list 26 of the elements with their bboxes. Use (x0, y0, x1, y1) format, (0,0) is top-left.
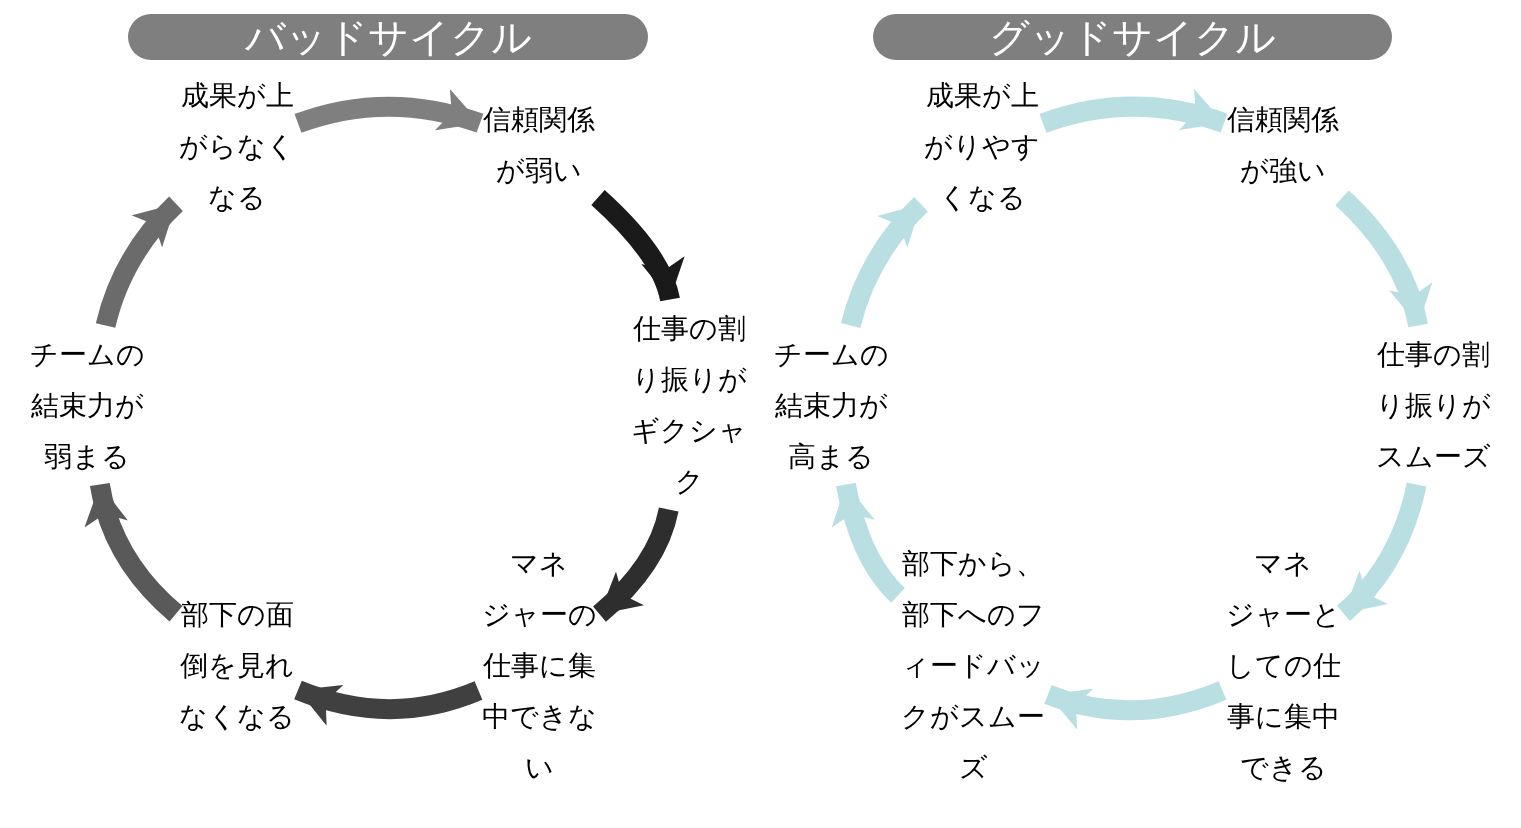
curved-arrow (592, 507, 679, 622)
cycle-step-text: チームの結束力が弱まる (29, 328, 145, 482)
curved-arrow (1336, 482, 1427, 621)
cycle-step-text: 信頼関係が弱い (483, 93, 595, 196)
curved-arrow (1039, 89, 1228, 133)
curved-arrow (1335, 190, 1432, 328)
cycle-step-text: マネジャーとしての仕事に集中できる (1225, 537, 1341, 793)
curved-arrow (85, 482, 183, 622)
curved-arrow (591, 190, 683, 302)
title-band: バッドサイクル (128, 14, 648, 60)
cycle-step-text: 部下から、部下へのフィードバックがスムーズ (901, 537, 1045, 793)
curved-arrow (832, 482, 906, 603)
cycle-step-text: チームの結束力が高まる (773, 328, 889, 482)
cycle-step-text: 仕事の割り振りがギクシャク (631, 302, 747, 507)
curved-arrow (95, 196, 184, 328)
cycle-step-text: 成果が上がりやすくなる (924, 69, 1040, 223)
title-band: グッドサイクル (873, 14, 1392, 60)
cycle-step-text: 仕事の割り振りがスムーズ (1375, 328, 1491, 482)
curved-arrow (294, 89, 484, 133)
cycle-step-text: 部下の面倒を見れなくなる (179, 588, 295, 742)
cycle-step-text: マネジャーの仕事に集中できない (481, 537, 597, 793)
cycle-step-text: 信頼関係が強い (1227, 93, 1339, 196)
curved-arrow (840, 197, 929, 329)
curved-arrow (294, 680, 483, 725)
curved-arrow (1044, 681, 1227, 729)
cycle-step-text: 成果が上がらなくなる (179, 69, 295, 223)
